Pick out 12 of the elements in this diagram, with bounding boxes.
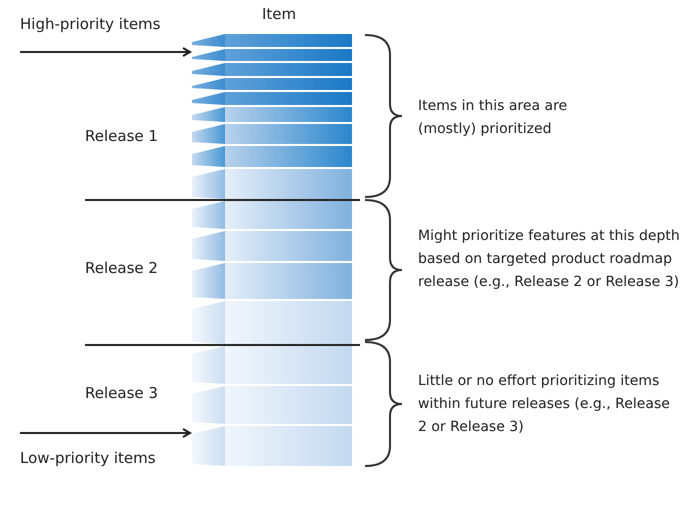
backlog-stack-drawing xyxy=(192,33,354,467)
annotation-text: Might prioritize features at this depth based on targeted product roadmap release (e.g., Release 2 or Release 3) xyxy=(418,227,680,292)
annotation-text: Little or no effort prioritizing items within future releases (e.g., Release 2 or Release 3) xyxy=(418,372,671,437)
arrow xyxy=(20,428,191,438)
arrow xyxy=(20,47,191,57)
arrow-label: Low-priority items xyxy=(20,448,156,468)
section-label: Release 1 xyxy=(85,126,158,146)
section-label: Release 3 xyxy=(85,383,158,403)
annotation-text: Items in this area are (mostly) prioritized xyxy=(418,97,568,139)
section-label: Release 2 xyxy=(85,258,158,278)
column-heading: Item xyxy=(262,4,296,24)
arrow-label: High-priority items xyxy=(20,14,160,34)
